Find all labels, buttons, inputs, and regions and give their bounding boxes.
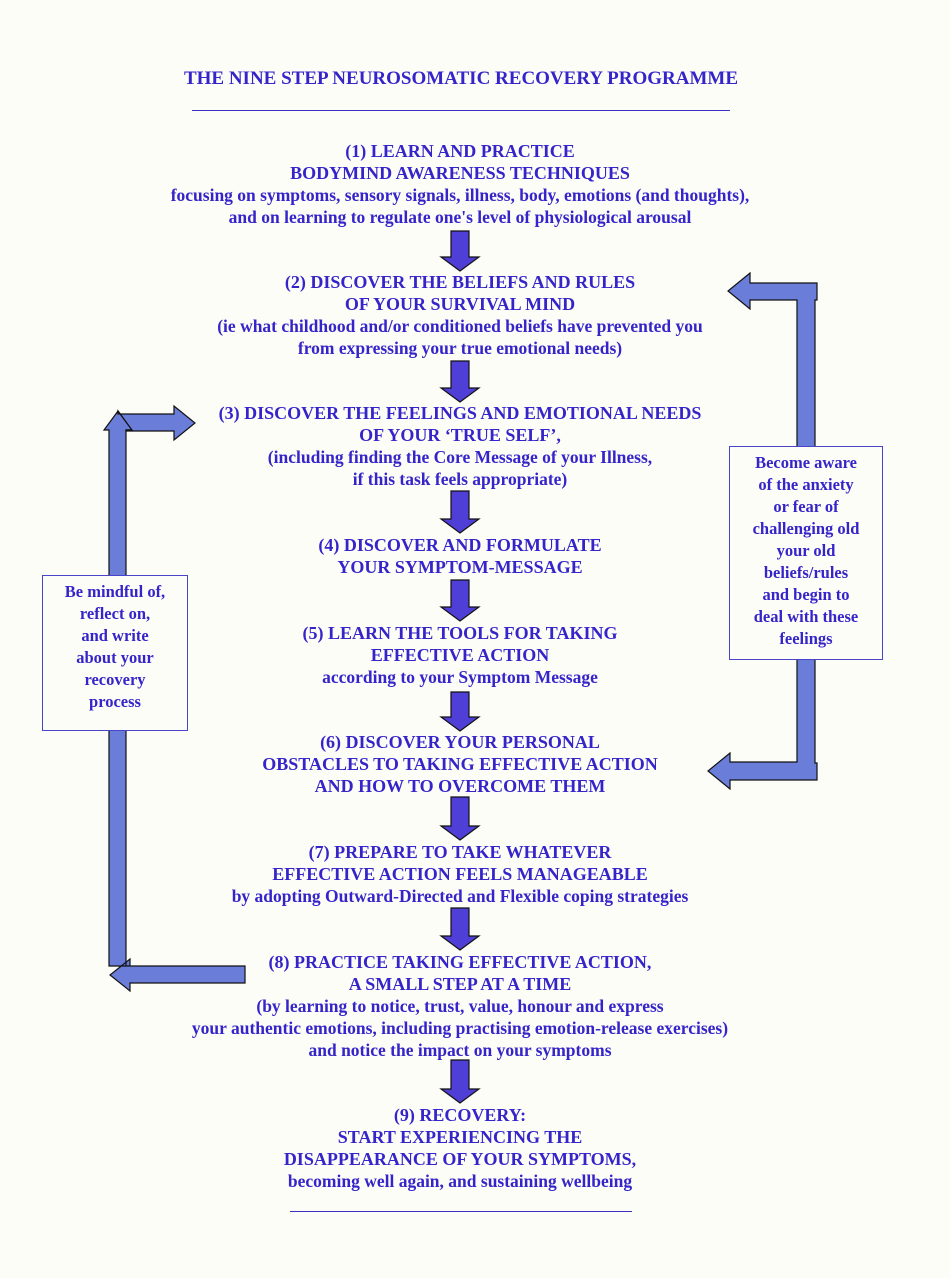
step-5-line: EFFECTIVE ACTION <box>370 645 550 665</box>
step-4-line: YOUR SYMPTOM-MESSAGE <box>337 557 583 577</box>
step-7-line: EFFECTIVE ACTION FEELS MANAGEABLE <box>272 864 648 884</box>
left-note-line: and write <box>81 626 149 645</box>
step-2-line: from expressing your true emotional need… <box>297 338 623 358</box>
down-arrow <box>439 490 481 534</box>
left-note-line: Be mindful of, <box>64 582 166 601</box>
step-3-line: OF YOUR ‘TRUE SELF’, <box>359 425 561 445</box>
step-3-line: (including finding the Core Message of y… <box>267 447 653 467</box>
right-loop-arrow <box>707 271 818 791</box>
right-note-line: or fear of <box>773 497 839 516</box>
step-3-line: (3) DISCOVER THE FEELINGS AND EMOTIONAL … <box>218 403 702 423</box>
step-2: (2) DISCOVER THE BELIEFS AND RULES OF YO… <box>60 271 860 359</box>
step-4-line: (4) DISCOVER AND FORMULATE <box>318 535 602 555</box>
step-8-line: your authentic emotions, including pract… <box>191 1018 729 1038</box>
right-note-line: and begin to <box>762 585 850 604</box>
title-underline <box>192 110 730 111</box>
page-title: THE NINE STEP NEUROSOMATIC RECOVERY PROG… <box>183 68 739 89</box>
right-note-line: deal with these <box>753 607 859 626</box>
step-5: (5) LEARN THE TOOLS FOR TAKING EFFECTIVE… <box>60 622 860 688</box>
right-note-line: your old <box>776 541 836 560</box>
right-note-line: of the anxiety <box>758 475 854 494</box>
right-note-line: challenging old <box>752 519 860 538</box>
step-1-line: and on learning to regulate one's level … <box>228 207 692 227</box>
right-note-line: Become aware <box>755 453 857 472</box>
step-5-line: (5) LEARN THE TOOLS FOR TAKING <box>302 623 618 643</box>
step-6-line: AND HOW TO OVERCOME THEM <box>314 776 606 796</box>
step-2-line: (ie what childhood and/or conditioned be… <box>217 316 703 336</box>
step-1: (1) LEARN AND PRACTICE BODYMIND AWARENES… <box>60 140 860 228</box>
step-8-line: (8) PRACTICE TAKING EFFECTIVE ACTION, <box>268 952 652 972</box>
step-9-line: (9) RECOVERY: <box>393 1105 527 1125</box>
step-8-line: (by learning to notice, trust, value, ho… <box>256 996 664 1016</box>
left-loop-top-arrow <box>117 404 196 442</box>
step-8: (8) PRACTICE TAKING EFFECTIVE ACTION, A … <box>60 951 860 1061</box>
down-arrow <box>439 230 481 272</box>
left-note-box: Be mindful of, reflect on, and write abo… <box>42 575 188 731</box>
step-3-line: if this task feels appropriate) <box>352 469 568 489</box>
down-arrow <box>439 907 481 951</box>
bottom-rule <box>290 1211 632 1212</box>
step-9-line: becoming well again, and sustaining well… <box>287 1171 633 1191</box>
down-arrow <box>439 360 481 403</box>
step-3: (3) DISCOVER THE FEELINGS AND EMOTIONAL … <box>60 402 860 490</box>
step-8-line: and notice the impact on your symptoms <box>308 1040 612 1060</box>
step-7: (7) PREPARE TO TAKE WHATEVER EFFECTIVE A… <box>60 841 860 907</box>
down-arrow <box>439 579 481 622</box>
step-9-line: DISAPPEARANCE OF YOUR SYMPTOMS, <box>283 1149 637 1169</box>
step-6-line: (6) DISCOVER YOUR PERSONAL <box>320 732 600 752</box>
step-6-line: OBSTACLES TO TAKING EFFECTIVE ACTION <box>262 754 658 774</box>
step-2-line: OF YOUR SURVIVAL MIND <box>344 294 576 314</box>
step-4: (4) DISCOVER AND FORMULATE YOUR SYMPTOM-… <box>60 534 860 578</box>
left-note-line: about your <box>76 648 154 667</box>
right-note-line: feelings <box>779 629 833 648</box>
step-9: (9) RECOVERY: START EXPERIENCING THE DIS… <box>60 1104 860 1192</box>
step-6: (6) DISCOVER YOUR PERSONAL OBSTACLES TO … <box>60 731 860 797</box>
left-note-line: recovery <box>84 670 146 689</box>
step-7-line: by adopting Outward-Directed and Flexibl… <box>231 886 689 906</box>
down-arrow <box>439 691 481 732</box>
step-5-line: according to your Symptom Message <box>322 667 598 687</box>
down-arrow <box>439 1059 481 1104</box>
step-8-line: A SMALL STEP AT A TIME <box>348 974 572 994</box>
down-arrow <box>439 796 481 841</box>
right-note-box: Become aware of the anxiety or fear of c… <box>729 446 883 660</box>
left-note-line: process <box>89 692 141 711</box>
left-note-line: reflect on, <box>79 604 151 623</box>
step-2-line: (2) DISCOVER THE BELIEFS AND RULES <box>284 272 636 292</box>
step-1-line: BODYMIND AWARENESS TECHNIQUES <box>290 163 630 183</box>
step-9-line: START EXPERIENCING THE <box>337 1127 583 1147</box>
step-1-line: (1) LEARN AND PRACTICE <box>345 141 575 161</box>
step-7-line: (7) PREPARE TO TAKE WHATEVER <box>308 842 612 862</box>
left-loop-arrow <box>102 409 246 993</box>
right-note-line: beliefs/rules <box>763 563 849 582</box>
step-1-line: focusing on symptoms, sensory signals, i… <box>170 185 750 205</box>
